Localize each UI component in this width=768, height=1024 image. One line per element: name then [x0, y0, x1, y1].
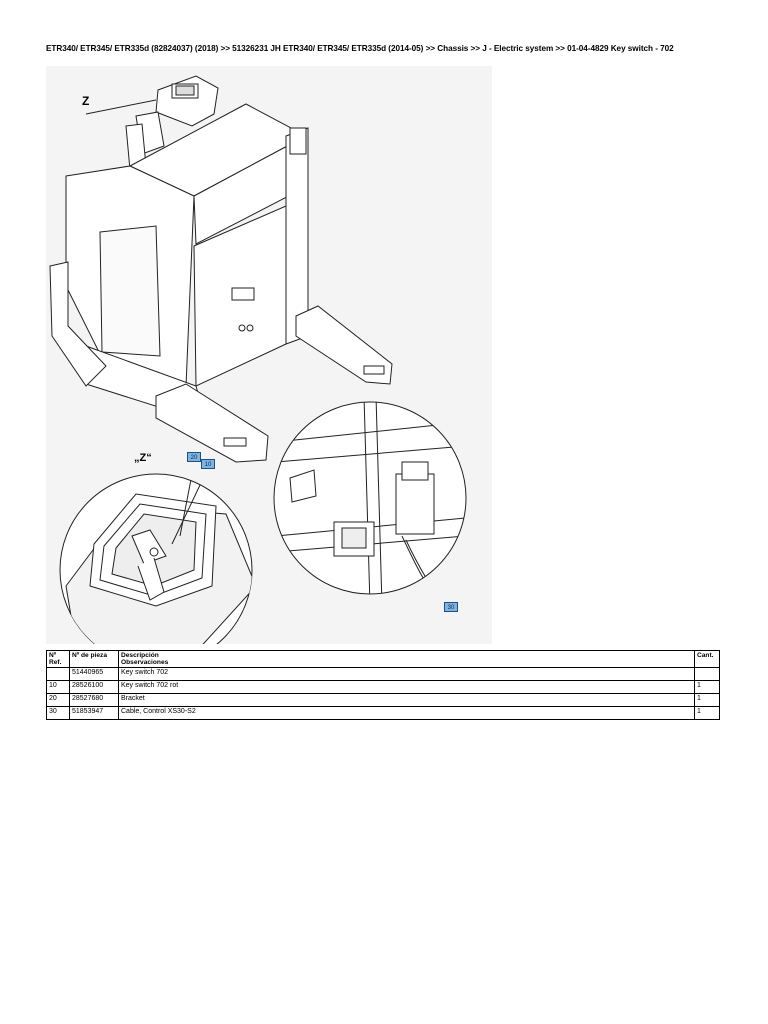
table-row: 10 28526100 Key switch 702 rot 1 — [46, 680, 720, 694]
detail-view-z — [59, 473, 253, 644]
header-part-number: Nº de pieza — [69, 650, 119, 668]
table-header-row: Nº Ref. Nº de pieza Descripción Observac… — [46, 650, 720, 668]
view-label-z: Z — [82, 94, 90, 108]
callout-20[interactable]: 20 — [187, 452, 201, 462]
breadcrumb[interactable]: ETR340/ ETR345/ ETR335d (82824037) (2018… — [46, 44, 674, 53]
cell-description: Cable, Control XS30-S2 — [118, 706, 695, 720]
chassis-drawing — [49, 75, 393, 463]
table-row: 30 51853947 Cable, Control XS30-S2 1 — [46, 706, 720, 720]
view-label-detail-z: „Z“ — [134, 452, 152, 464]
header-description-line1: Descripción — [121, 652, 159, 659]
cell-ref: 10 — [46, 680, 70, 694]
table-row: 20 28527680 Bracket 1 — [46, 693, 720, 707]
cell-description: Key switch 702 rot — [118, 680, 695, 694]
callout-30[interactable]: 30 — [444, 602, 458, 612]
table-row: 51440965 Key switch 702 — [46, 667, 720, 681]
cell-part-number: 51853947 — [69, 706, 119, 720]
cell-ref: 20 — [46, 693, 70, 707]
header-description: Descripción Observaciones — [118, 650, 695, 668]
cell-ref — [46, 667, 70, 681]
cell-quantity: 1 — [694, 693, 720, 707]
header-ref: Nº Ref. — [46, 650, 70, 668]
header-description-line2: Observaciones — [121, 659, 169, 666]
callout-10[interactable]: 10 — [201, 459, 215, 469]
cell-description: Bracket — [118, 693, 695, 707]
cell-quantity: 1 — [694, 706, 720, 720]
exploded-parts-diagram: Z „Z“ 20 10 30 — [46, 66, 492, 644]
cell-quantity: 1 — [694, 680, 720, 694]
cell-part-number: 28526100 — [69, 680, 119, 694]
cell-part-number: 51440965 — [69, 667, 119, 681]
cell-quantity — [694, 667, 720, 681]
cell-part-number: 28527680 — [69, 693, 119, 707]
parts-table: Nº Ref. Nº de pieza Descripción Observac… — [46, 650, 720, 720]
cell-description: Key switch 702 — [118, 667, 695, 681]
diagram-drawing — [46, 66, 492, 644]
cell-ref: 30 — [46, 706, 70, 720]
header-quantity: Cant. — [694, 650, 720, 668]
detail-view-cable — [273, 401, 467, 595]
